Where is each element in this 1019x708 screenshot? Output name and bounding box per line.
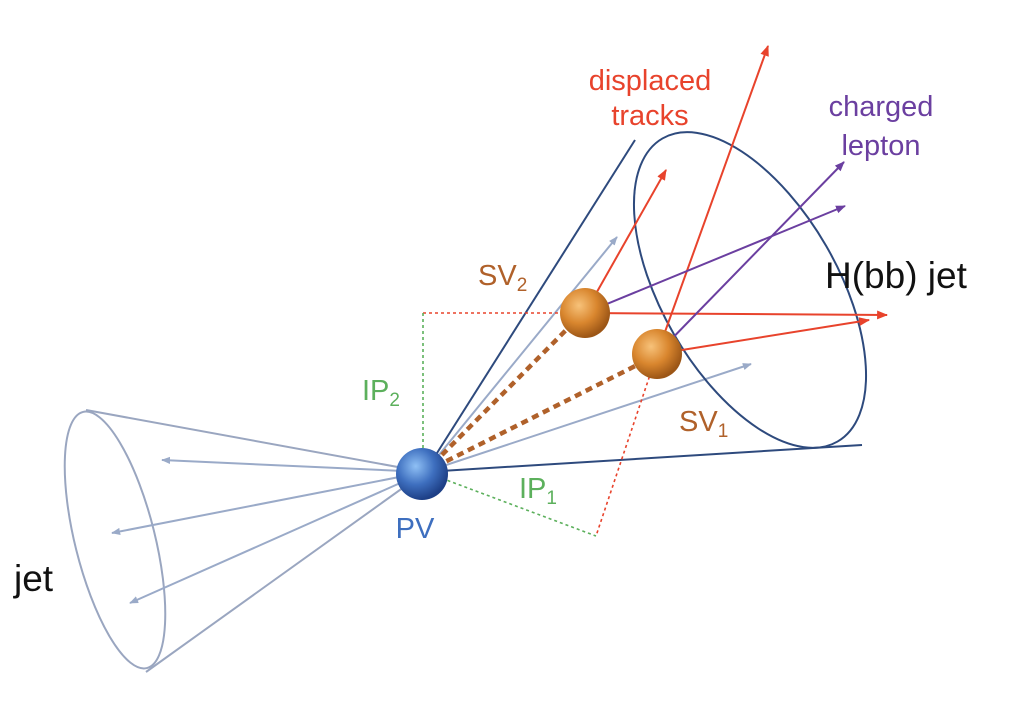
sv2-label-main: SV	[478, 260, 517, 292]
hbb-jet-label: H(bb) jet	[825, 255, 968, 296]
displaced-tracks	[584, 44, 889, 355]
displaced-track	[584, 169, 667, 314]
pv-sv-links	[423, 311, 657, 475]
pv-label: PV	[396, 513, 435, 545]
pv-sv1-link	[423, 353, 657, 475]
large-jet-cone	[424, 131, 868, 473]
charged-lepton-label-line2: lepton	[841, 130, 920, 162]
small-cone-edge-top	[85, 409, 426, 473]
small-cone-edge-bottom	[145, 471, 426, 673]
displaced-tracks-label-line2: tracks	[611, 100, 688, 132]
ip1-line	[424, 471, 597, 537]
sv1-projection-line	[595, 353, 658, 537]
large-cone-base	[632, 131, 868, 449]
gray-track	[161, 456, 426, 473]
displaced-tracks-label-line1: displaced	[589, 65, 712, 97]
ip2-label: IP2	[362, 375, 400, 411]
lepton-tracks	[584, 161, 846, 355]
small-cone-base	[63, 410, 167, 670]
sv2-vertex	[560, 288, 610, 338]
jet-label: jet	[13, 558, 54, 599]
gray-tracks	[111, 236, 752, 604]
sv1-label-main: SV	[679, 406, 718, 438]
sv1-label-sub: 1	[718, 421, 729, 442]
sv1-label: SV1	[679, 406, 728, 442]
ip1-label-sub: 1	[546, 488, 557, 509]
guide-lines	[422, 312, 658, 537]
lepton-track	[584, 205, 846, 314]
small-jet-cone	[63, 409, 426, 673]
pv-sv2-link	[423, 311, 585, 474]
ip1-label: IP1	[519, 473, 557, 509]
ip2-label-main: IP	[362, 375, 389, 407]
lepton-track	[656, 161, 845, 355]
pv-vertex	[396, 448, 448, 500]
displaced-track	[584, 310, 889, 320]
sv2-label-sub: 2	[517, 275, 528, 296]
large-cone-edge-top	[424, 139, 636, 473]
sv1-vertex	[632, 329, 682, 379]
gray-track	[424, 236, 618, 473]
displaced-track	[656, 44, 769, 355]
gray-track	[111, 471, 426, 535]
sv2-label: SV2	[478, 260, 527, 296]
large-cone-edge-bottom	[424, 444, 863, 473]
gray-track	[129, 471, 426, 604]
ip1-label-main: IP	[519, 473, 546, 505]
ip2-label-sub: 2	[389, 390, 400, 411]
charged-lepton-label-line1: charged	[829, 91, 934, 123]
displaced-track	[656, 317, 871, 355]
gray-track	[424, 363, 752, 473]
